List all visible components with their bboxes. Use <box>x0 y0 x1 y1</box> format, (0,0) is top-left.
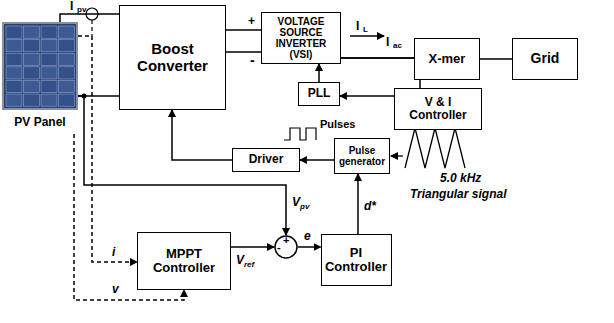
signal-name: d* <box>364 200 376 212</box>
panel-cell <box>41 53 57 65</box>
solar-panel-picture <box>2 22 78 110</box>
grid-box: Grid <box>512 38 578 80</box>
mppt-controller-box: MPPT Controller <box>137 232 231 290</box>
current-symbol: I <box>70 0 73 12</box>
panel-cell <box>24 80 40 92</box>
box-text: PLL <box>308 87 331 100</box>
panel-cell <box>6 67 22 79</box>
connector <box>480 58 512 60</box>
panel-cell <box>41 26 57 38</box>
connector <box>298 246 321 248</box>
signal-name: e <box>304 230 311 242</box>
subscript: pv <box>77 6 86 14</box>
panel-cell <box>59 80 75 92</box>
terminal-sign: + <box>248 15 255 27</box>
signal-name: Pulses <box>320 119 355 130</box>
pi-controller-box: PI Controller <box>321 234 392 286</box>
panel-cell <box>59 40 75 52</box>
dc-link-wire <box>225 51 262 53</box>
signal-name: i <box>112 246 115 258</box>
subscript: L <box>363 26 368 34</box>
box-text: X-mer <box>429 52 466 66</box>
current-symbol: I <box>386 36 389 48</box>
triangular-wave <box>405 128 465 168</box>
boost-converter-box: Boost Converter <box>119 5 226 110</box>
box-text: Boost Converter <box>122 41 223 74</box>
current-arrow <box>350 35 384 37</box>
panel-cell <box>24 94 40 106</box>
signal-name: V <box>236 254 244 266</box>
junction-outline <box>275 236 297 258</box>
controller-box: V & I Controller <box>394 88 482 130</box>
terminal-sign: - <box>250 53 255 67</box>
panel-cell <box>24 40 40 52</box>
box-text: PI Controller <box>324 246 389 275</box>
panel-cell <box>59 26 75 38</box>
connector <box>300 159 334 161</box>
panel-cell <box>24 53 40 65</box>
connector <box>357 174 359 234</box>
panel-cell <box>59 94 75 106</box>
panel-cell <box>6 26 22 38</box>
transformer-box: X-mer <box>414 38 480 80</box>
connector <box>318 64 320 82</box>
connector <box>60 14 119 22</box>
driver-box: Driver <box>232 148 300 172</box>
subscript: pv <box>300 203 309 211</box>
panel-frame <box>3 23 77 109</box>
inverter-box: VOLTAGE SOURCE INVERTER (VSI) <box>261 12 341 64</box>
connector <box>341 58 420 88</box>
connector <box>172 110 232 160</box>
box-text: Pulse generator <box>337 145 387 167</box>
pulse-waveform <box>284 128 316 140</box>
current-symbol: I <box>356 20 359 32</box>
box-text: Driver <box>249 153 284 166</box>
panel-cell <box>6 80 22 92</box>
panel-cell <box>41 80 57 92</box>
signal-name: V <box>292 196 300 208</box>
panel-cell <box>6 40 22 52</box>
signal-name: Triangular signal <box>410 188 506 200</box>
box-text: VOLTAGE SOURCE INVERTER (VSI) <box>264 16 338 60</box>
box-text: MPPT Controller <box>140 247 228 276</box>
sensor-lead <box>91 20 92 36</box>
panel-cell <box>24 67 40 79</box>
frequency-label: 5.0 kHz <box>440 172 481 184</box>
panel-cell <box>59 53 75 65</box>
connector <box>78 96 286 235</box>
carrier-arrow <box>391 155 403 156</box>
sign-mark: + <box>283 235 289 246</box>
panel-cell <box>41 67 57 79</box>
sign-mark: - <box>277 242 281 253</box>
panel-cell <box>41 40 57 52</box>
summing-junction: +- <box>274 235 298 259</box>
panel-cell <box>41 94 57 106</box>
connector <box>340 95 394 97</box>
pll-box: PLL <box>298 82 340 106</box>
connector <box>226 29 261 31</box>
box-text: Grid <box>531 51 560 66</box>
subscript: ac <box>393 42 402 50</box>
panel-cell <box>59 67 75 79</box>
pulse-generator-box: Pulse generator <box>334 138 390 174</box>
subscript: ref <box>244 261 254 269</box>
box-text: V & I Controller <box>397 96 479 122</box>
panel-cell <box>24 26 40 38</box>
pv-panel: PV Panel <box>2 22 78 134</box>
panel-label: PV Panel <box>2 115 78 129</box>
signal-name: v <box>112 283 119 295</box>
panel-cell <box>6 53 22 65</box>
panel-cell <box>6 94 22 106</box>
connector <box>231 246 274 248</box>
